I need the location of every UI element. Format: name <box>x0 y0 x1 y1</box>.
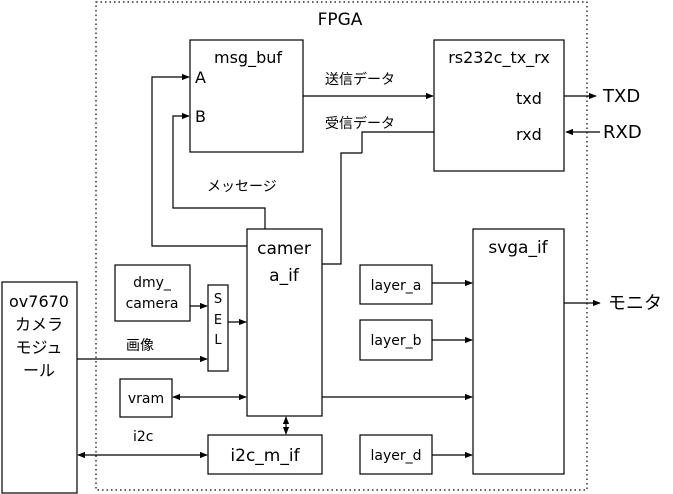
i2c-label: i2c <box>133 429 154 445</box>
recv-data-line <box>361 131 434 153</box>
layer-d-label: layer_d <box>370 448 421 464</box>
svga-if-block: svga_if <box>472 228 565 475</box>
rs232c-port-rxd: rxd <box>516 125 542 144</box>
camera-if-label-line2: a_if <box>269 266 300 286</box>
sel-letter-s: S <box>214 292 222 307</box>
rs232c-label: rs232c_tx_rx <box>448 48 550 68</box>
rxd-label: RXD <box>603 122 642 143</box>
message-line <box>172 112 266 229</box>
layer-a-block: layer_a <box>359 264 433 305</box>
message-label: メッセージ <box>207 179 277 195</box>
rs232c-port-txd: txd <box>516 89 542 108</box>
msg-buf-port-a: A <box>195 68 206 87</box>
ov7670-block: ov7670 カメラ モジュ ール <box>1 281 78 494</box>
rs232c-block: rs232c_tx_rx txd rxd <box>433 39 565 172</box>
msg-buf-block: msg_buf A B <box>189 39 304 153</box>
ov7670-label-line3: モジュ <box>16 338 63 357</box>
layer-d-block: layer_d <box>359 434 433 475</box>
image-label: 画像 <box>126 338 154 354</box>
camera-if-block: camer a_if <box>246 228 323 417</box>
recv-data-to-camera-line <box>322 152 362 265</box>
monitor-label: モニタ <box>608 293 662 314</box>
sel-letter-e: E <box>214 313 222 328</box>
dmy-camera-label-line1: dmy_ <box>133 275 172 291</box>
txd-label: TXD <box>602 86 640 107</box>
vram-label: vram <box>128 391 164 407</box>
vram-block: vram <box>119 378 173 418</box>
send-data-label: 送信データ <box>325 71 395 88</box>
ov7670-label-line2: カメラ <box>15 315 63 334</box>
layer-b-label: layer_b <box>370 333 421 349</box>
svga-if-label: svga_if <box>488 238 548 258</box>
msg-buf-label: msg_buf <box>214 48 282 68</box>
layer-a-label: layer_a <box>371 278 422 294</box>
ov7670-label-line1: ov7670 <box>9 292 69 311</box>
fpga-boundary <box>95 1 588 491</box>
camera-if-label-line1: camer <box>257 239 311 259</box>
layer-b-block: layer_b <box>359 319 433 361</box>
camera-to-msgbuf-a-line <box>151 73 247 247</box>
sel-letter-l: L <box>214 333 222 348</box>
recv-data-label: 受信データ <box>325 115 395 132</box>
i2c-m-if-block: i2c_m_if <box>207 434 323 475</box>
fpga-label: FPGA <box>318 10 363 30</box>
i2c-m-if-label: i2c_m_if <box>230 446 300 466</box>
msg-buf-port-b: B <box>195 107 206 126</box>
ov7670-label-line4: ール <box>23 361 55 380</box>
sel-block: S E L <box>207 284 229 372</box>
dmy-camera-block: dmy_ camera <box>114 264 191 322</box>
dmy-camera-label-line2: camera <box>126 296 179 312</box>
